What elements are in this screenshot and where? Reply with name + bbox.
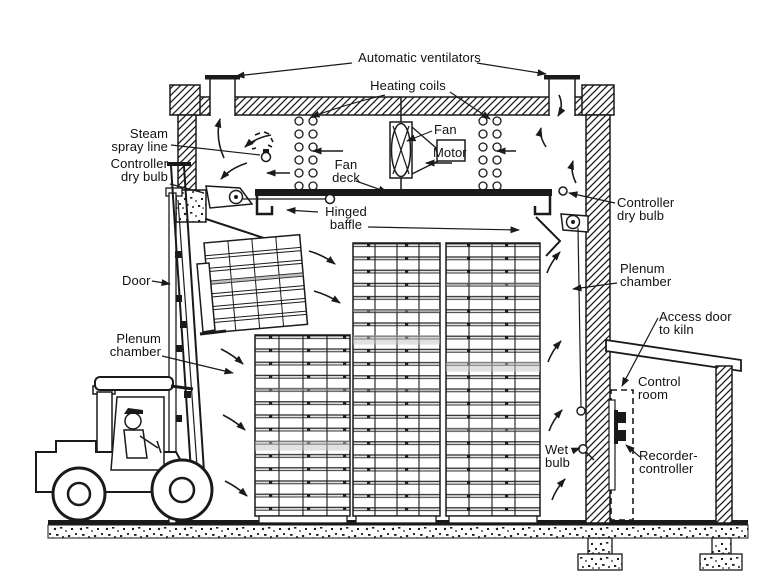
fork-blade [199,329,227,336]
label-door: Door [122,273,151,288]
footing-kiln-wall [577,537,623,571]
label-plenum-chamber-right: Plenum chamber [620,261,672,289]
label-fan-deck: Fan deck [332,157,360,185]
control-room-annex [605,338,742,524]
lean-to-roof [605,338,742,373]
heating-coils-left [294,116,318,191]
dry-bulb-right-icon [558,186,568,196]
label-steam-spray-line: Steam spray line [111,126,168,154]
kiln-roof [176,96,611,116]
label-automatic-ventilators: Automatic ventilators [358,50,481,65]
leader-coils-right [449,91,491,120]
leader-dry-bulb-right [568,191,616,204]
lumber-stack-1 [254,334,351,524]
label-controller-dry-bulb-left: Controller dry bulb [110,156,168,184]
leader-lines [151,62,659,458]
left-ventilator [205,75,240,116]
leader-door [151,279,171,287]
airflow-up-left-vent [214,118,225,159]
fan-deck-plate [255,189,552,196]
lumber-stack-on-forks [203,233,309,334]
controller-left-mechanism [205,185,336,209]
leader-coils-left [310,94,386,118]
leader-plenum-left [161,355,234,375]
control-room-wall [715,365,733,524]
right-wall-cap [581,84,615,116]
deck-right-hook [533,196,552,216]
heating-coils-right [478,116,502,191]
right-ventilator-cap [544,75,580,80]
label-motor: Motor [433,145,467,160]
wet-bulb-line [577,227,582,408]
forklift-mast [167,162,207,503]
lumber-stack-3 [445,242,541,524]
fan-assembly [389,97,466,191]
kiln-structure [169,84,615,524]
leader-baffle-right [367,226,520,234]
label-control-room: Control room [638,374,681,402]
overhead-guard [94,376,174,391]
leader-access-door [621,317,659,387]
right-wall [585,114,611,524]
forklift [35,162,309,522]
forklift-cab [35,376,214,522]
label-wet-bulb: Wet bulb [545,442,570,470]
leader-steam-spray [170,144,261,156]
label-plenum-chamber-left: Plenum chamber [109,331,161,359]
label-hinged-baffle: Hinged baffle [325,204,367,232]
leader-dry-bulb-left [169,183,205,194]
recorder-controller-device [614,410,626,444]
dry-bulb-left-icon [324,193,336,205]
hinged-baffle-right [535,216,562,257]
leader-fan-deck [355,180,388,193]
airflow-down-right-vent [557,94,566,117]
steam-spray-nozzle-icon [260,151,272,163]
leader-fan [406,130,433,142]
leader-baffle-left [286,207,319,215]
deck-left-hook [255,196,274,216]
floor-foundation [47,520,749,571]
airflow-arrows [214,94,577,501]
leader-plenum-right [572,282,618,292]
concrete-slab [47,524,749,539]
leader-wet-bulb [570,447,581,455]
label-controller-dry-bulb-right: Controller dry bulb [617,195,675,223]
leader-recorder [625,444,641,458]
right-ventilator [544,75,580,116]
footing-control-room [699,537,743,571]
label-fan: Fan [434,122,457,137]
controller-right-mechanism [558,186,589,416]
motor-box [436,139,466,162]
lumber-stack-2 [352,242,441,524]
leader-ventilator-right [476,62,547,77]
left-ventilator-cap [205,75,240,80]
label-heating-coils: Heating coils [370,78,446,93]
steam-spray [249,131,274,163]
wet-bulb-icon [578,444,588,454]
label-recorder-controller: Recorder- controller [639,448,698,476]
left-wall-cap [169,84,201,116]
access-door-outline [610,389,634,521]
driver-cap-icon [124,408,143,414]
left-wall [177,114,197,191]
label-access-door-to-kiln: Access door to kiln [659,309,732,337]
lumber-stacks [254,242,541,524]
leader-ventilator-left [235,62,353,79]
driver [123,408,162,459]
fork-carriage [196,262,216,333]
